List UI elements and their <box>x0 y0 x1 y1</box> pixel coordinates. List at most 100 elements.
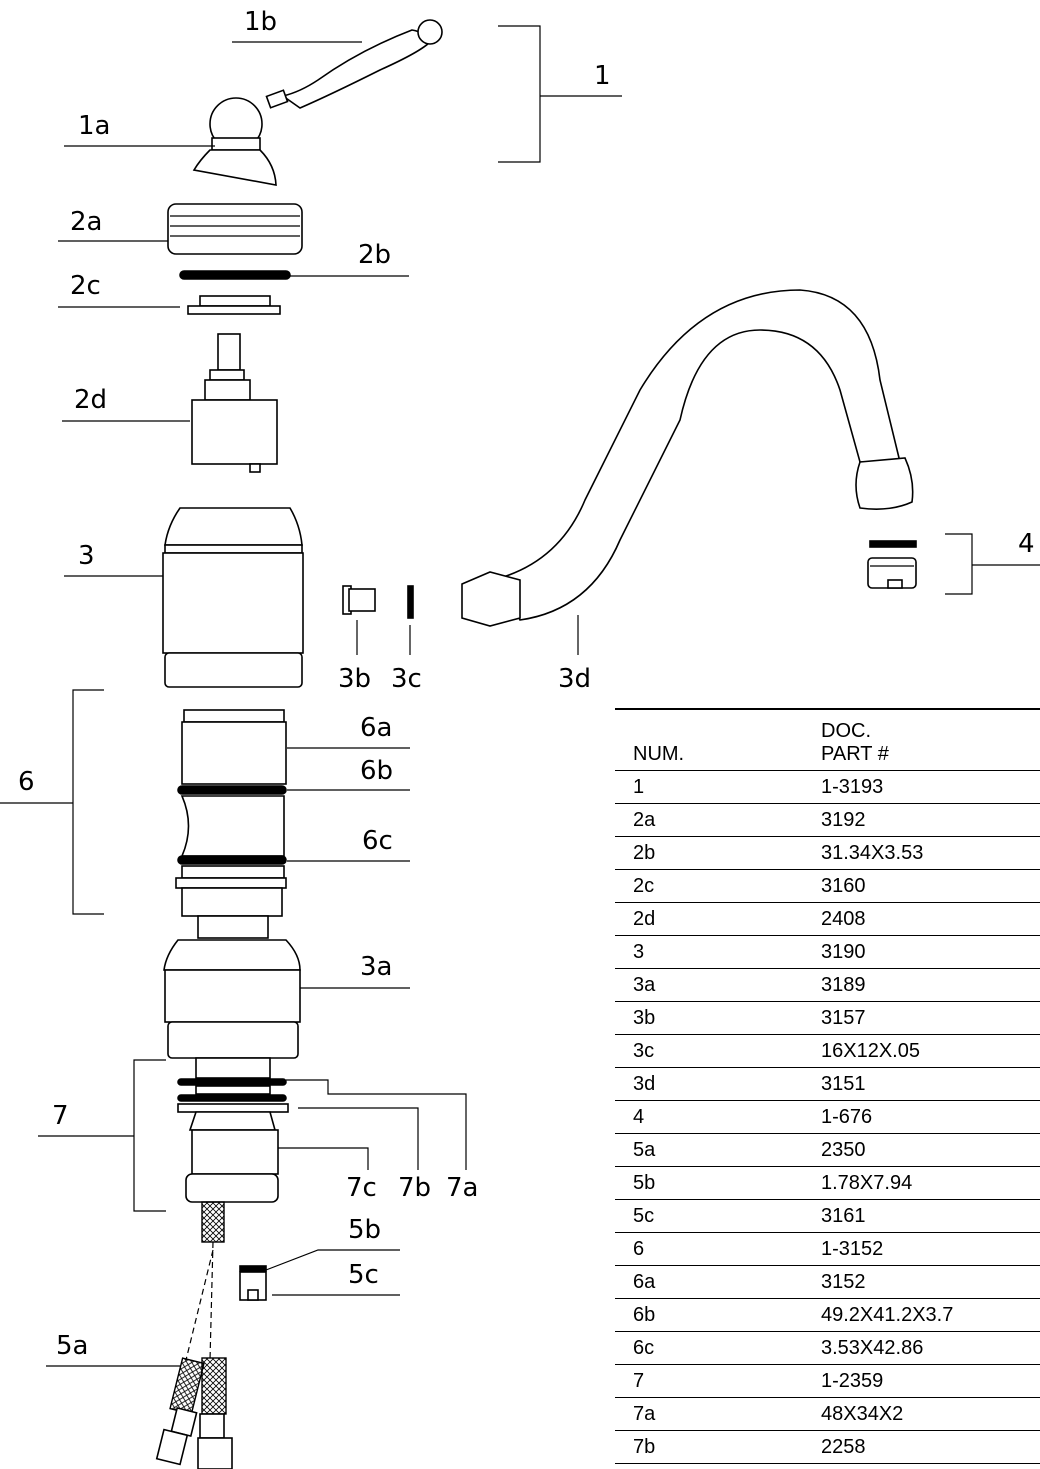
row-part-number: 3160 <box>809 869 1040 903</box>
parts-table-header: NUM. DOC. PART # <box>615 709 1040 771</box>
row-num: 3d <box>615 1067 809 1101</box>
part-2a-bonnet-nut <box>167 203 303 255</box>
callout-3c: 3c <box>391 664 422 694</box>
header-num: NUM. <box>615 709 809 771</box>
part-3a-base <box>163 939 301 1059</box>
part-3b-bushing <box>342 585 376 615</box>
part-3-faucet-body <box>162 507 304 688</box>
callout-3: 3 <box>78 541 95 571</box>
part-5c-nut <box>239 1265 267 1301</box>
header-doc-part: DOC. PART # <box>809 709 1040 771</box>
row-num: 5b <box>615 1166 809 1200</box>
header-doc: DOC. <box>821 720 871 742</box>
part-1a-handle-base <box>192 97 277 186</box>
callout-6: 6 <box>18 767 35 797</box>
row-part-number: 31.34X3.53 <box>809 836 1040 870</box>
callout-2b: 2b <box>358 240 391 270</box>
row-num: 3c <box>615 1034 809 1068</box>
row-num: 6c <box>615 1331 809 1365</box>
part-5a-supply-hoses <box>155 1201 233 1469</box>
callout-7b: 7b <box>398 1173 431 1203</box>
row-part-number: 49.2X41.2X3.7 <box>809 1298 1040 1332</box>
row-part-number: 1.78X7.94 <box>809 1166 1040 1200</box>
row-part-number: 1-3152 <box>809 1232 1040 1266</box>
callout-5b: 5b <box>348 1215 381 1245</box>
row-part-number: 3151 <box>809 1067 1040 1101</box>
row-num: 6b <box>615 1298 809 1332</box>
part-7-mounting-kit <box>177 1057 289 1203</box>
row-num: 3 <box>615 935 809 969</box>
row-part-number: 1-2359 <box>809 1364 1040 1398</box>
row-part-number: 3157 <box>809 1001 1040 1035</box>
row-num: 2c <box>615 869 809 903</box>
row-num: 7b <box>615 1430 809 1464</box>
row-num: 2d <box>615 902 809 936</box>
callout-3a: 3a <box>360 952 392 982</box>
callout-1: 1 <box>594 61 611 91</box>
callout-6c: 6c <box>362 826 393 856</box>
row-part-number: 2258 <box>809 1430 1040 1464</box>
row-part-number: 16X12X.05 <box>809 1034 1040 1068</box>
part-3d-spout <box>461 289 914 627</box>
row-num: 3a <box>615 968 809 1002</box>
row-num: 6a <box>615 1265 809 1299</box>
row-num: 6 <box>615 1232 809 1266</box>
row-part-number: 3189 <box>809 968 1040 1002</box>
row-part-number: 3161 <box>809 1199 1040 1233</box>
callout-1a: 1a <box>78 111 110 141</box>
callout-5a: 5a <box>56 1331 88 1361</box>
callout-2c: 2c <box>70 271 101 301</box>
row-part-number: 2350 <box>809 1133 1040 1167</box>
callout-4: 4 <box>1018 529 1035 559</box>
row-part-number: 48X34X2 <box>809 1397 1040 1431</box>
part-2b-o-ring <box>179 270 291 280</box>
row-part-number: 3.53X42.86 <box>809 1331 1040 1365</box>
part-4-aerator <box>867 540 917 589</box>
row-num: 4 <box>615 1100 809 1134</box>
part-3c-seal <box>407 585 414 619</box>
header-part: PART # <box>821 743 889 765</box>
callout-7a: 7a <box>446 1173 478 1203</box>
callout-6b: 6b <box>360 756 393 786</box>
callout-2d: 2d <box>74 385 107 415</box>
part-6-shank-assembly <box>175 709 287 939</box>
row-part-number: 3192 <box>809 803 1040 837</box>
part-1b-lever-handle <box>265 19 443 109</box>
part-2c-washer <box>187 295 281 315</box>
row-num: 3b <box>615 1001 809 1035</box>
row-part-number: 2408 <box>809 902 1040 936</box>
callout-2a: 2a <box>70 207 102 237</box>
part-2d-cartridge <box>191 333 278 473</box>
row-part-number: 3152 <box>809 1265 1040 1299</box>
callout-7: 7 <box>52 1101 69 1131</box>
callout-7c: 7c <box>346 1173 377 1203</box>
row-num: 7a <box>615 1397 809 1431</box>
row-part-number: 3190 <box>809 935 1040 969</box>
callout-3b: 3b <box>338 664 371 694</box>
row-num: 2b <box>615 836 809 870</box>
row-part-number: 1-676 <box>809 1100 1040 1134</box>
row-num: 5a <box>615 1133 809 1167</box>
row-part-number: 1-3193 <box>809 770 1040 804</box>
